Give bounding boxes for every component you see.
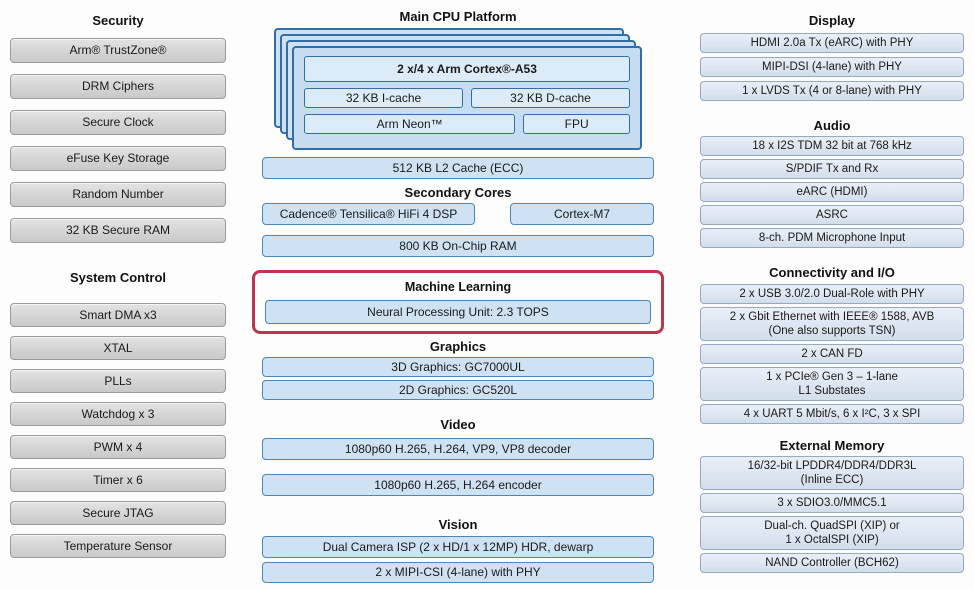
block-pcie: 1 x PCIe® Gen 3 – 1-lane L1 Substates	[700, 367, 964, 401]
block-efuse-key-storage: eFuse Key Storage	[10, 146, 226, 171]
block-cortex-m7: Cortex-M7	[510, 203, 654, 225]
center-column: Main CPU Platform 2 x/4 x Arm Cortex®-A5…	[252, 0, 664, 589]
block-mipi-csi: 2 x MIPI-CSI (4-lane) with PHY	[262, 562, 654, 583]
block-quadspi: Dual-ch. QuadSPI (XIP) or 1 x OctalSPI (…	[700, 516, 964, 550]
block-timer: Timer x 6	[10, 468, 226, 492]
block-asrc: ASRC	[700, 205, 964, 225]
block-lvds-tx: 1 x LVDS Tx (4 or 8-lane) with PHY	[700, 81, 964, 101]
section-title-vision: Vision	[438, 517, 478, 532]
block-i2s-tdm: 18 x I2S TDM 32 bit at 768 kHz	[700, 136, 964, 156]
cpu-core-stack: 2 x/4 x Arm Cortex®-A53 32 KB I-cache 32…	[274, 28, 646, 152]
section-title-audio: Audio	[813, 118, 851, 133]
right-column: Display HDMI 2.0a Tx (eARC) with PHY MIP…	[698, 0, 966, 589]
block-uart-i2c-spi: 4 x UART 5 Mbit/s, 6 x I²C, 3 x SPI	[700, 404, 964, 424]
block-video-encoder: 1080p60 H.265, H.264 encoder	[262, 474, 654, 496]
block-l2-cache: 512 KB L2 Cache (ECC)	[262, 157, 654, 179]
block-drm-ciphers: DRM Ciphers	[10, 74, 226, 99]
section-title-secondary-cores: Secondary Cores	[404, 185, 512, 200]
block-smart-dma: Smart DMA x3	[10, 303, 226, 327]
block-cortex-a53: 2 x/4 x Arm Cortex®-A53	[304, 56, 630, 82]
block-secure-jtag: Secure JTAG	[10, 501, 226, 525]
block-3d-graphics: 3D Graphics: GC7000UL	[262, 357, 654, 377]
block-mipi-dsi: MIPI-DSI (4-lane) with PHY	[700, 57, 964, 77]
section-title-security: Security	[92, 13, 144, 28]
block-arm-trustzone: Arm® TrustZone®	[10, 38, 226, 63]
block-secure-clock: Secure Clock	[10, 110, 226, 135]
block-2d-graphics: 2D Graphics: GC520L	[262, 380, 654, 400]
block-icache: 32 KB I-cache	[304, 88, 463, 108]
section-title-main-cpu-platform: Main CPU Platform	[399, 9, 517, 24]
section-title-graphics: Graphics	[429, 339, 487, 354]
block-hdmi-tx: HDMI 2.0a Tx (eARC) with PHY	[700, 33, 964, 53]
left-column: Security Arm® TrustZone® DRM Ciphers Sec…	[10, 12, 226, 567]
block-xtal: XTAL	[10, 336, 226, 360]
machine-learning-highlight-frame: Machine Learning Neural Processing Unit:…	[252, 270, 664, 334]
block-gbit-ethernet: 2 x Gbit Ethernet with IEEE® 1588, AVB (…	[700, 307, 964, 341]
block-dcache: 32 KB D-cache	[471, 88, 630, 108]
block-pwm: PWM x 4	[10, 435, 226, 459]
block-can-fd: 2 x CAN FD	[700, 344, 964, 364]
block-video-decoder: 1080p60 H.265, H.264, VP9, VP8 decoder	[262, 438, 654, 460]
block-npu: Neural Processing Unit: 2.3 TOPS	[265, 300, 651, 324]
block-onchip-ram: 800 KB On-Chip RAM	[262, 235, 654, 257]
section-title-external-memory: External Memory	[779, 438, 885, 453]
cpu-card: 2 x/4 x Arm Cortex®-A53 32 KB I-cache 32…	[292, 46, 642, 150]
block-random-number: Random Number	[10, 182, 226, 207]
cpu-cache-row: 32 KB I-cache 32 KB D-cache	[304, 88, 630, 108]
block-hifi4-dsp: Cadence® Tensilica® HiFi 4 DSP	[262, 203, 475, 225]
block-earc: eARC (HDMI)	[700, 182, 964, 202]
block-arm-neon: Arm Neon™	[304, 114, 516, 134]
block-plls: PLLs	[10, 369, 226, 393]
block-camera-isp: Dual Camera ISP (2 x HD/1 x 12MP) HDR, d…	[262, 536, 654, 558]
section-title-display: Display	[808, 13, 856, 28]
block-secure-ram: 32 KB Secure RAM	[10, 218, 226, 243]
block-sdio-mmc: 3 x SDIO3.0/MMC5.1	[700, 493, 964, 513]
block-lpddr4: 16/32-bit LPDDR4/DDR4/DDR3L (Inline ECC)	[700, 456, 964, 490]
block-usb: 2 x USB 3.0/2.0 Dual-Role with PHY	[700, 284, 964, 304]
section-title-connectivity: Connectivity and I/O	[769, 265, 895, 280]
section-title-machine-learning: Machine Learning	[404, 280, 512, 294]
block-nand-controller: NAND Controller (BCH62)	[700, 553, 964, 573]
block-pdm-microphone: 8-ch. PDM Microphone Input	[700, 228, 964, 248]
block-temperature-sensor: Temperature Sensor	[10, 534, 226, 558]
cpu-neon-fpu-row: Arm Neon™ FPU	[304, 114, 630, 134]
section-title-system-control: System Control	[69, 270, 167, 285]
block-spdif: S/PDIF Tx and Rx	[700, 159, 964, 179]
block-watchdog: Watchdog x 3	[10, 402, 226, 426]
section-title-video: Video	[440, 417, 476, 432]
block-fpu: FPU	[523, 114, 630, 134]
